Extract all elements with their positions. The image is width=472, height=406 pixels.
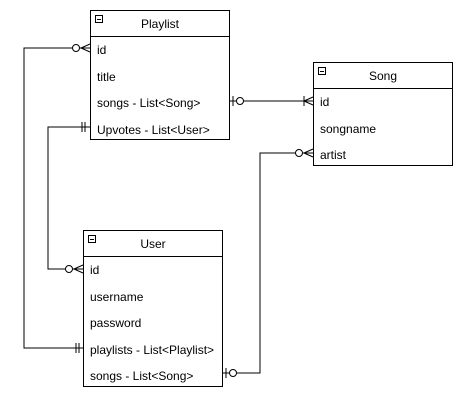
- field-row: title: [97, 69, 116, 84]
- crowfoot-user-id: [73, 264, 84, 270]
- field-row: Upvotes - List<User>: [97, 122, 210, 137]
- entity-song[interactable]: Song id songname artist: [313, 62, 453, 166]
- crowfoot-song-artist: [303, 148, 314, 154]
- zero-marker-playlist-id: [72, 44, 80, 52]
- minus-square-icon[interactable]: [95, 15, 103, 23]
- zero-marker-user-songs: [229, 369, 237, 377]
- entity-title: Song: [368, 68, 398, 83]
- field-row: songs - List<Song>: [90, 369, 194, 384]
- field-row: id: [320, 95, 330, 110]
- field-row: playlists - List<Playlist>: [90, 342, 215, 357]
- field-row: artist: [320, 148, 347, 163]
- connector-playlist-id-user-playlists: [23, 47, 90, 349]
- entity-user[interactable]: User id username password playlists - Li…: [83, 230, 223, 387]
- field-row: id: [97, 43, 107, 58]
- entity-header: Song: [314, 63, 452, 89]
- field-row: songs - List<Song>: [97, 96, 201, 111]
- connector-song-artist-user-songs: [222, 152, 313, 374]
- crowfoot-playlist-id: [80, 43, 91, 49]
- entity-playlist[interactable]: Playlist id title songs - List<Song> Upv…: [90, 10, 230, 140]
- entity-header: User: [84, 231, 222, 257]
- field-row: id: [90, 263, 100, 278]
- entity-title: User: [140, 236, 166, 251]
- minus-square-icon[interactable]: [318, 67, 326, 75]
- entity-title: Playlist: [140, 16, 179, 31]
- zero-marker-user-id: [65, 265, 73, 273]
- zero-marker-song-artist: [295, 149, 303, 157]
- field-row: songname: [320, 121, 377, 136]
- entity-header: Playlist: [91, 11, 229, 37]
- zero-marker-playlist-songs: [236, 97, 244, 105]
- crowfoot-song-id: [303, 96, 314, 102]
- field-row: password: [90, 316, 142, 331]
- minus-square-icon[interactable]: [88, 235, 96, 243]
- field-row: username: [90, 289, 144, 304]
